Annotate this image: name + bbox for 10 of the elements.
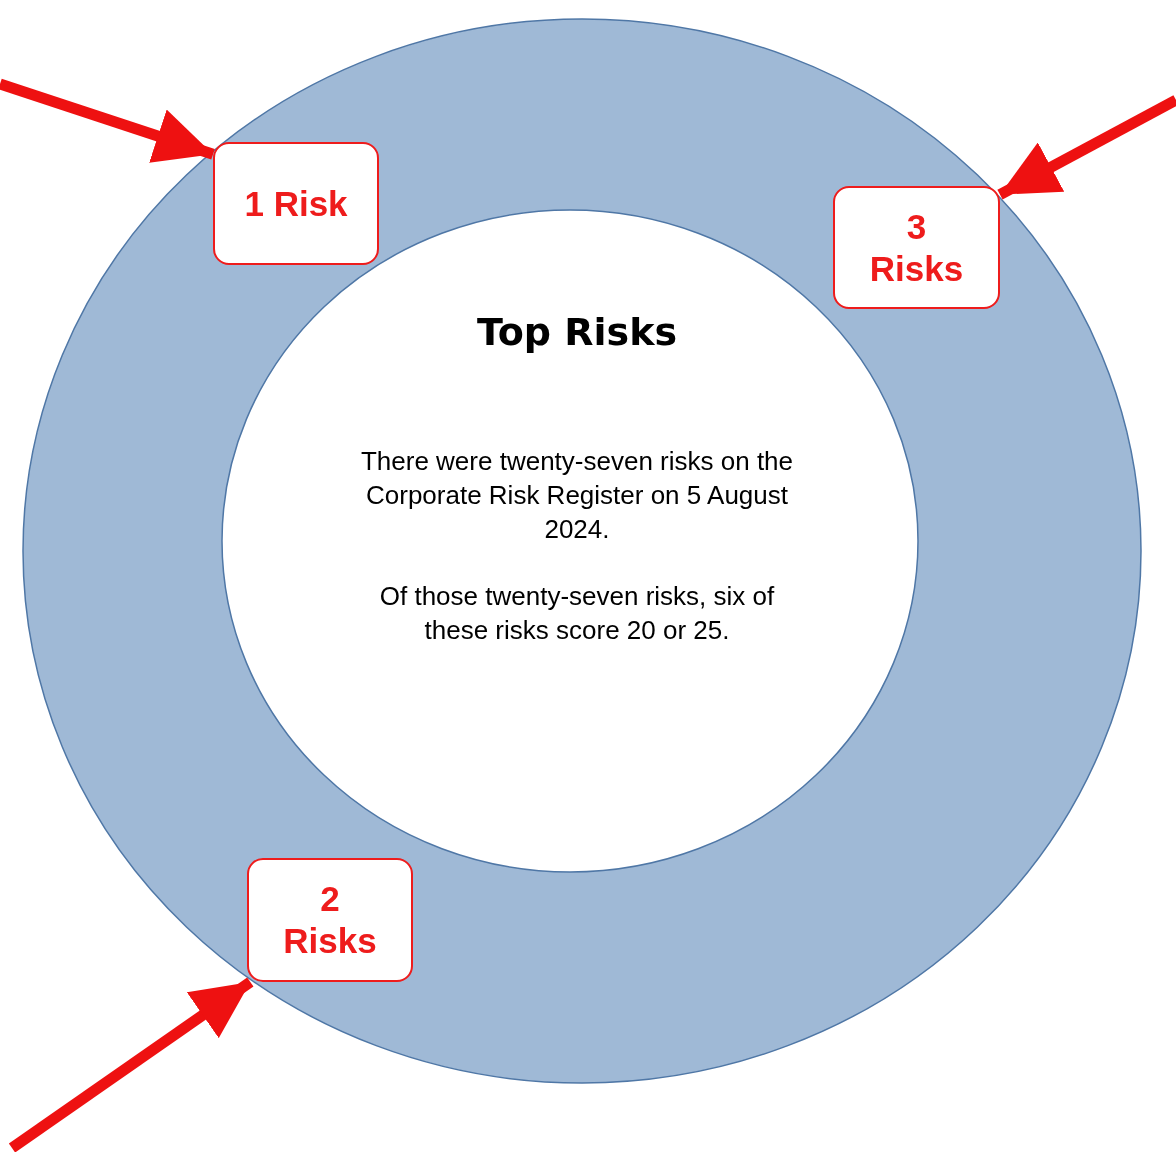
arrow xyxy=(997,95,1176,200)
paragraph: Of those twenty-seven risks, six of these risks score 20 or 25. xyxy=(378,580,776,647)
arrow xyxy=(0,78,215,163)
count-box: 1 Risk xyxy=(213,142,379,265)
donut-ring xyxy=(22,18,1142,1084)
heading: Top Risks xyxy=(475,309,679,356)
arrow xyxy=(8,977,254,1152)
paragraph: There were twenty-seven risks on the Corporate Risk Register on 5 August 2024. xyxy=(359,445,795,546)
count-box: 2 Risks xyxy=(247,858,413,982)
count-box: 3 Risks xyxy=(833,186,1000,309)
